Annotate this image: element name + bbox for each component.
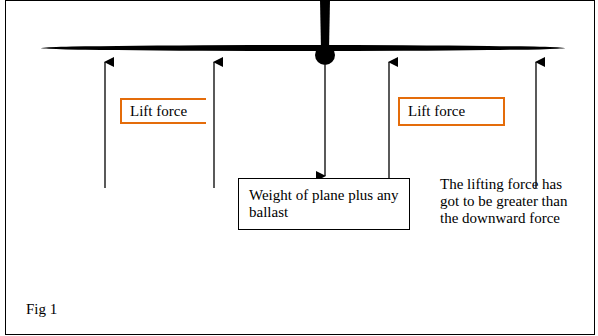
lift-arrow xyxy=(104,62,105,188)
frame xyxy=(6,1,595,335)
box-text: Lift force xyxy=(408,103,495,120)
lift-arrow xyxy=(213,62,214,188)
lift-label-bracket: Lift force xyxy=(120,98,206,124)
note-text: The lifting force has got to be greater … xyxy=(440,176,572,227)
fuselage xyxy=(315,45,335,65)
figure-number: Fig 1 xyxy=(26,301,86,318)
weight-arrow xyxy=(324,65,325,176)
lift-label-box: Lift force xyxy=(398,97,505,126)
tail-fin xyxy=(320,0,330,50)
lift-arrow xyxy=(535,62,536,188)
lift-arrow xyxy=(388,62,389,188)
box-text: Weight of plane plus any ballast xyxy=(249,187,399,221)
wing xyxy=(41,45,565,51)
box-text: Lift force xyxy=(130,103,200,120)
weight-box: Weight of plane plus any ballast xyxy=(238,178,410,230)
